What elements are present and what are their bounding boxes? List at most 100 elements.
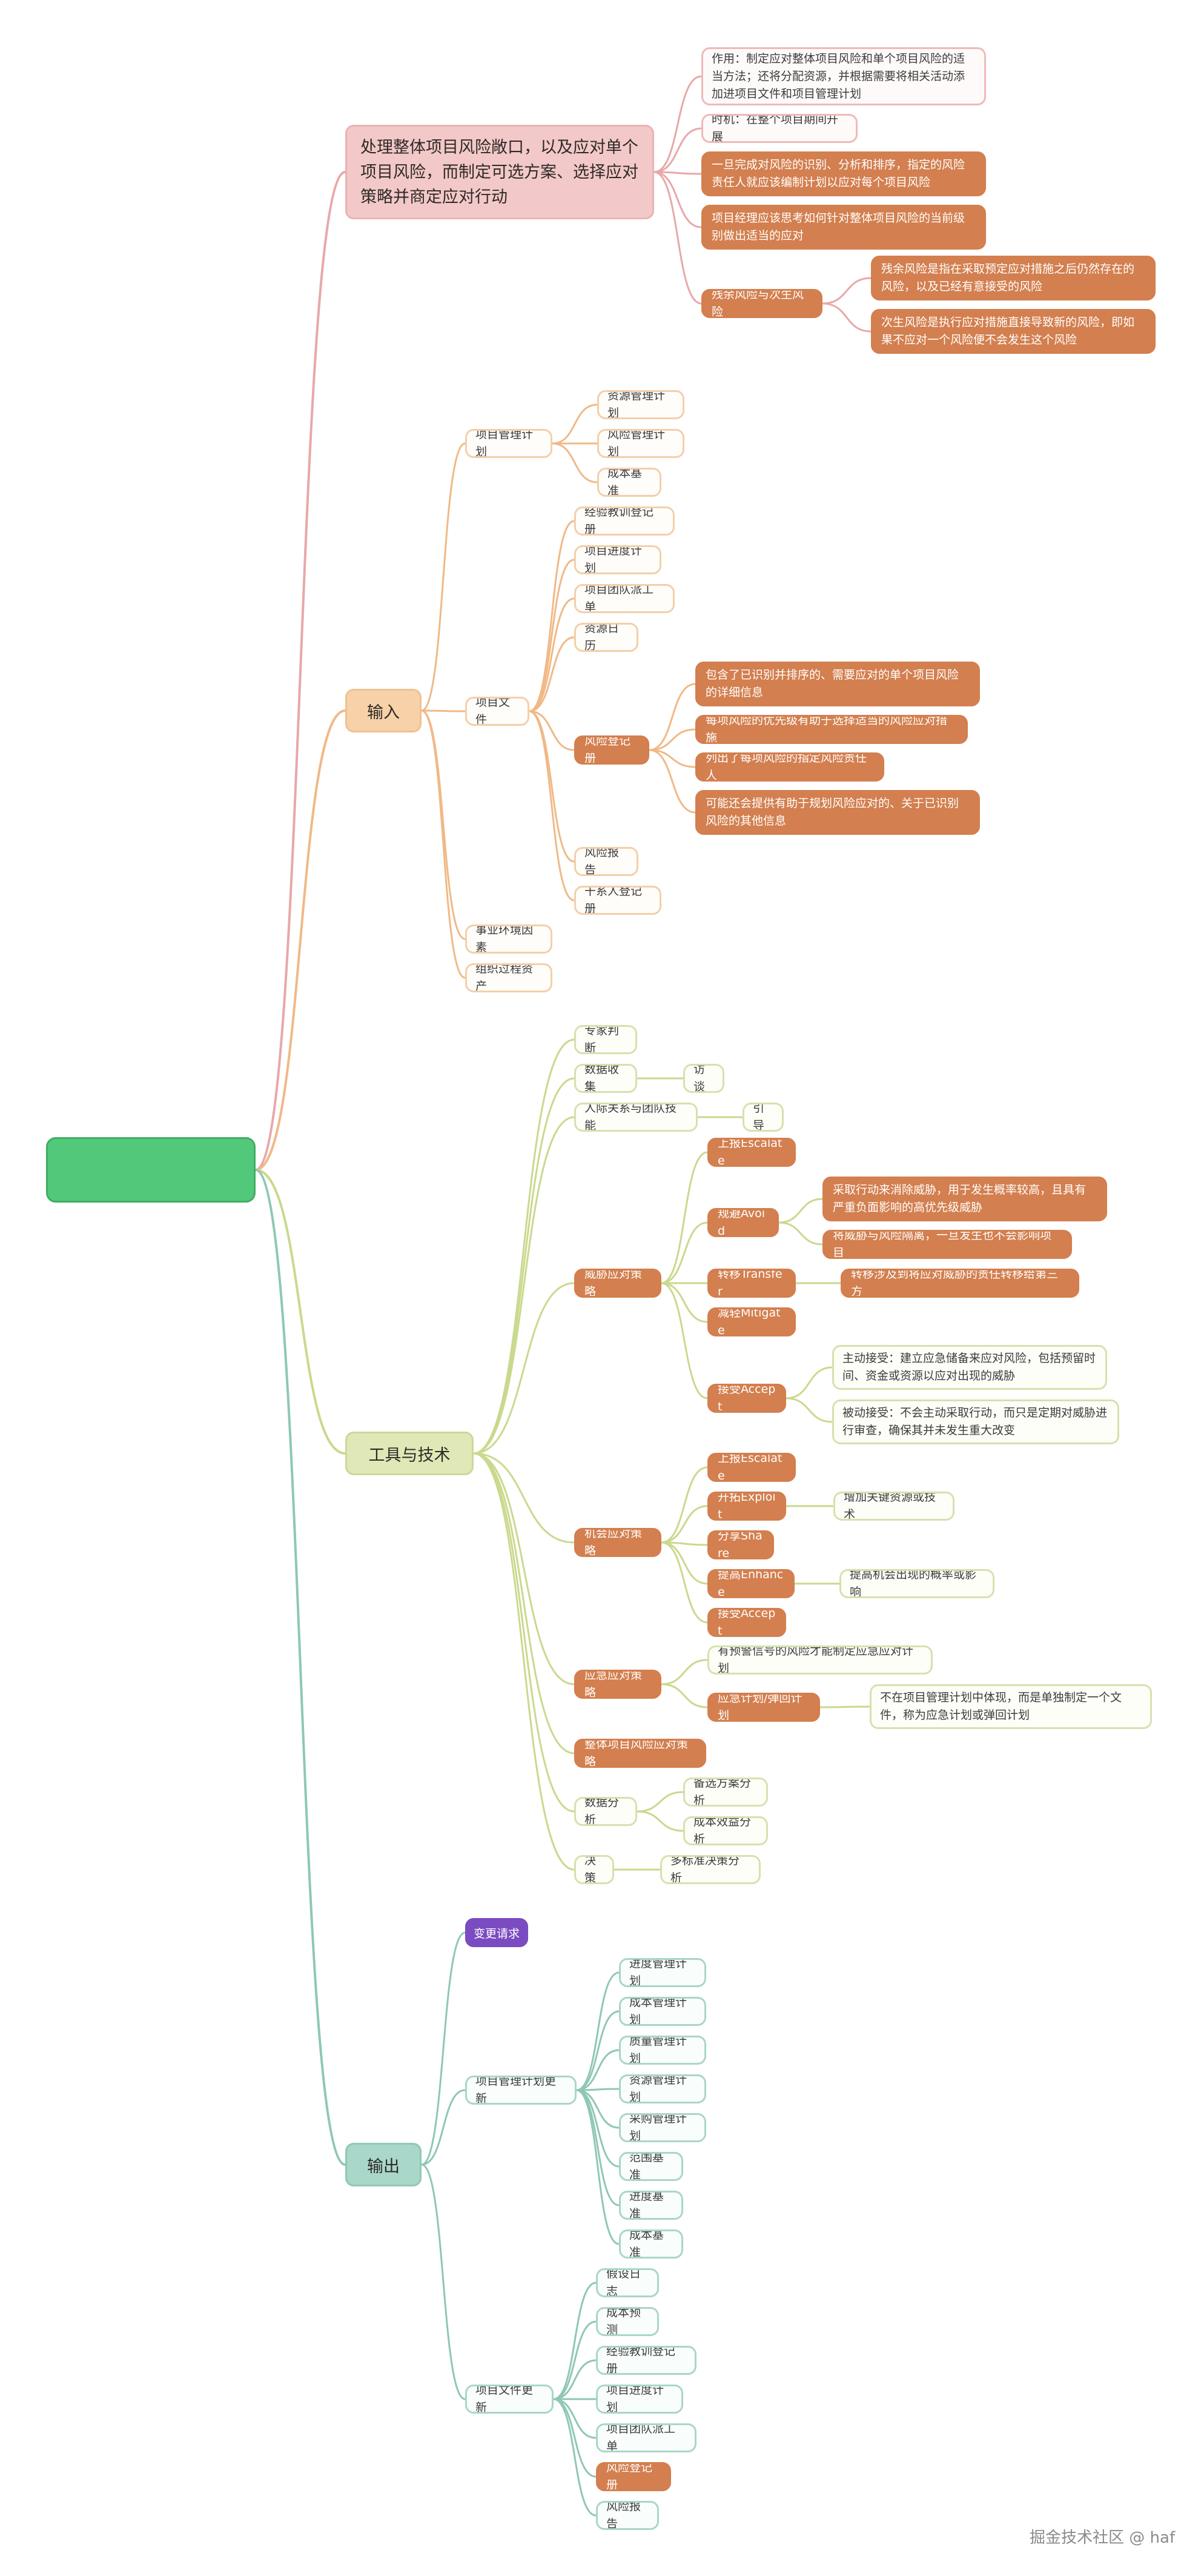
tool-interpersonal-node[interactable]: 人际关系与团队技能: [574, 1103, 698, 1132]
out-risk-report-node[interactable]: 风险报告: [596, 2501, 659, 2530]
output-pmp-node[interactable]: 项目管理计划更新: [465, 2076, 577, 2105]
threat-strategy-node[interactable]: 威胁应对策略: [574, 1269, 661, 1298]
connector-purpose-p_timing: [653, 127, 703, 173]
threat-avoid-node[interactable]: 规避Avoid: [707, 1208, 779, 1237]
change-request-node[interactable]: 变更请求: [465, 1918, 528, 1947]
out-team-node[interactable]: 项目团队派工单: [596, 2423, 696, 2452]
input-docs-stakeholder-node[interactable]: 干系人登记册: [574, 886, 661, 915]
connector-in_docs-in_d2: [528, 559, 575, 712]
register-detail-3-node[interactable]: 列出了每项风险的指定风险责任人: [695, 752, 884, 782]
connector-purpose-p_residual: [653, 171, 703, 305]
out-assumption-log-node[interactable]: 假设日志: [596, 2268, 659, 2297]
connector-t_opp-t_op1: [660, 1466, 709, 1544]
out-procurement-plan-node[interactable]: 采购管理计划: [619, 2113, 706, 2142]
input-docs-register-node[interactable]: 风险登记册: [574, 735, 649, 765]
connector-root-output: [254, 1169, 346, 2166]
avoid-detail-1-node[interactable]: 采取行动来消除威胁，用于发生概率较高，且具有严重负面影响的高优先级威胁: [822, 1177, 1107, 1221]
connector-input-in_opa: [420, 709, 466, 979]
purpose-role-node[interactable]: 作用：制定应对整体项目风险和单个项目风险的适当方法；还将分配资源，并根据需要将相…: [701, 47, 986, 105]
fallback-detail-node[interactable]: 不在项目管理计划中体现，而是单独制定一个文件，称为应急计划或弹回计划: [870, 1684, 1152, 1729]
register-detail-4-node[interactable]: 可能还会提供有助于规划风险应对的、关于已识别风险的其他信息: [695, 790, 980, 835]
exploit-detail-node[interactable]: 增加关键资源或技术: [833, 1492, 955, 1521]
opportunity-strategy-node[interactable]: 机会应对策略: [574, 1528, 661, 1557]
out-cost-baseline-node[interactable]: 成本基准: [619, 2229, 683, 2259]
opp-accept-node[interactable]: 接受Accept: [707, 1608, 786, 1637]
input-docs-lessons-node[interactable]: 经验教训登记册: [574, 506, 675, 536]
out-cost-forecast-node[interactable]: 成本预测: [596, 2307, 659, 2336]
tool-interview-node[interactable]: 访谈: [683, 1064, 724, 1093]
connector-tools-t_decision: [472, 1452, 575, 1871]
input-opa-node[interactable]: 组织过程资产: [465, 963, 552, 992]
fallback-plan-node[interactable]: 应急计划/弹回计划: [707, 1693, 820, 1722]
mcda-node[interactable]: 多标准决策分析: [660, 1855, 761, 1884]
residual-risk-1-node[interactable]: 残余风险是指在采取预定应对措施之后仍然存在的风险，以及已经有意接受的风险: [871, 256, 1156, 300]
out-schedule-plan-node[interactable]: 进度管理计划: [619, 1958, 706, 1987]
output-docs-node[interactable]: 项目文件更新: [465, 2385, 554, 2414]
connector-o_pmp-o_p3: [575, 2049, 620, 2091]
tools-node[interactable]: 工具与技术: [345, 1432, 474, 1475]
tool-expert-node[interactable]: 专家判断: [574, 1025, 637, 1054]
alternatives-analysis-node[interactable]: 备选方案分析: [683, 1778, 768, 1807]
register-detail-2-node[interactable]: 每项风险的优先级有助于选择适当的风险应对措施: [695, 715, 968, 744]
overall-strategy-node[interactable]: 整体项目风险应对策略: [574, 1739, 706, 1768]
connector-output-o_cr: [420, 1931, 466, 2166]
opp-escalate-node[interactable]: 上报Escalate: [707, 1453, 796, 1482]
tool-facilitation-node[interactable]: 引导: [743, 1103, 784, 1132]
opp-share-node[interactable]: 分享Share: [707, 1530, 774, 1559]
input-docs-team-node[interactable]: 项目团队派工单: [574, 584, 675, 613]
input-eef-node[interactable]: 事业环境因素: [465, 925, 552, 954]
output-node[interactable]: 输出: [345, 2143, 422, 2186]
avoid-detail-2-node[interactable]: 将威胁与风险隔离，一旦发生也不会影响项目: [822, 1230, 1072, 1259]
connector-purpose-p_pm: [653, 171, 703, 228]
connector-t_analysis-t_an2: [636, 1810, 684, 1832]
connector-o_docs-o_d7: [552, 2398, 597, 2517]
threat-transfer-node[interactable]: 转移Transfer: [707, 1269, 796, 1298]
input-docs-schedule-node[interactable]: 项目进度计划: [574, 545, 661, 574]
input-pmp-risk-node[interactable]: 风险管理计划: [597, 429, 684, 458]
purpose-after-node[interactable]: 一旦完成对风险的识别、分析和排序，指定的风险责任人就应该编制计划以应对每个项目风…: [701, 151, 986, 196]
root-node[interactable]: [46, 1137, 256, 1203]
out-schedule-baseline-node[interactable]: 进度基准: [619, 2191, 683, 2220]
residual-risk-2-node[interactable]: 次生风险是执行应对措施直接导致新的风险，即如果不应对一个风险便不会发生这个风险: [871, 309, 1156, 354]
input-docs-calendar-node[interactable]: 资源日历: [574, 623, 638, 652]
input-docs-node[interactable]: 项目文件: [465, 697, 529, 726]
out-scope-baseline-node[interactable]: 范围基准: [619, 2152, 683, 2181]
transfer-detail-node[interactable]: 转移涉及到将应对威胁的责任转移给第三方: [841, 1269, 1079, 1298]
contingent-warning-node[interactable]: 有预警信号的风险才能制定应急应对计划: [707, 1645, 933, 1675]
residual-risk-node[interactable]: 残余风险与次生风险: [701, 289, 822, 318]
purpose-node[interactable]: 处理整体项目风险敞口，以及应对单个项目风险，而制定可选方案、选择应对策略并商定应…: [345, 125, 654, 219]
connector-t_threat-t_th4: [660, 1282, 709, 1323]
accept-active-node[interactable]: 主动接受：建立应急储备来应对风险，包括预留时间、资金或资源以应对出现的威胁: [832, 1345, 1107, 1390]
out-risk-register-node[interactable]: 风险登记册: [596, 2462, 671, 2491]
enhance-detail-node[interactable]: 提高机会出现的概率或影响: [839, 1569, 994, 1598]
connector-o_pmp-o_p4: [575, 2088, 620, 2091]
input-pmp-cost-node[interactable]: 成本基准: [597, 468, 661, 497]
out-lessons-node[interactable]: 经验教训登记册: [596, 2346, 696, 2375]
threat-mitigate-node[interactable]: 减轻Mitigate: [707, 1307, 796, 1336]
threat-accept-node[interactable]: 接受Accept: [707, 1384, 786, 1413]
opp-exploit-node[interactable]: 开拓Exploit: [707, 1492, 786, 1521]
out-cost-plan-node[interactable]: 成本管理计划: [619, 1997, 706, 2026]
purpose-pm-node[interactable]: 项目经理应该思考如何针对整体项目风险的当前级别做出适当的应对: [701, 205, 986, 250]
connector-tools-t_opp: [472, 1452, 575, 1544]
tool-decision-node[interactable]: 决策: [574, 1855, 614, 1884]
contingent-strategy-node[interactable]: 应急应对策略: [574, 1670, 661, 1699]
connector-in_docs-in_d6: [528, 710, 575, 863]
input-node[interactable]: 输入: [345, 689, 422, 732]
input-pmp-resource-node[interactable]: 资源管理计划: [597, 390, 684, 419]
register-detail-1-node[interactable]: 包含了已识别并排序的、需要应对的单个项目风险的详细信息: [695, 662, 980, 706]
purpose-timing-node[interactable]: 时机：在整个项目期间开展: [701, 114, 858, 143]
connector-o_pmp-o_p2: [575, 2010, 620, 2091]
input-pmp-node[interactable]: 项目管理计划: [465, 429, 552, 458]
cost-benefit-node[interactable]: 成本效益分析: [683, 1816, 768, 1845]
out-schedule-node[interactable]: 项目进度计划: [596, 2385, 683, 2414]
input-docs-report-node[interactable]: 风险报告: [574, 847, 638, 876]
accept-passive-node[interactable]: 被动接受：不会主动采取行动，而只是定期对威胁进行审查，确保其并未发生重大改变: [832, 1399, 1119, 1444]
threat-escalate-node[interactable]: 上报Escalate: [707, 1138, 796, 1167]
out-resource-plan-node[interactable]: 资源管理计划: [619, 2074, 706, 2103]
tool-data-analysis-node[interactable]: 数据分析: [574, 1797, 637, 1826]
out-quality-plan-node[interactable]: 质量管理计划: [619, 2036, 706, 2065]
tool-data-collection-node[interactable]: 数据收集: [574, 1064, 637, 1093]
opp-enhance-node[interactable]: 提高Enhance: [707, 1569, 795, 1598]
connector-o_pmp-o_p1: [575, 1971, 620, 2091]
